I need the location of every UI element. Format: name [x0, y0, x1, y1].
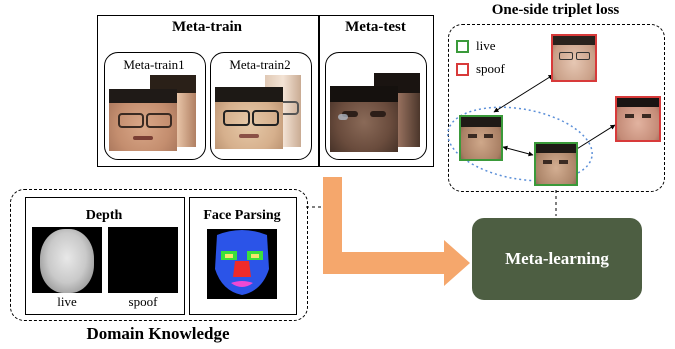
triplet-title: One-side triplet loss: [491, 2, 620, 18]
depth-spoof-label: spoof: [128, 294, 158, 309]
live-face-anchor: [459, 115, 503, 161]
face-parsing-title: Face Parsing: [203, 208, 281, 223]
meta-train2-front-face: [215, 87, 283, 149]
domain-knowledge-title: Domain Knowledge: [86, 324, 230, 343]
legend-live-label: live: [476, 38, 496, 53]
depth-spoof-map: [108, 227, 178, 293]
depth-title: Depth: [85, 208, 123, 223]
spoof-face-1: [551, 34, 597, 82]
depth-live-label: live: [57, 294, 77, 309]
face-parsing-map: [207, 229, 277, 299]
meta-train2-label: Meta-train2: [229, 57, 291, 72]
flow-arrow: [323, 177, 470, 286]
legend-live-swatch: [456, 40, 469, 53]
arrow-positive-spoof2: [571, 124, 616, 153]
meta-learning-box: Meta-learning: [472, 218, 642, 300]
legend-spoof-swatch: [456, 63, 469, 76]
arrow-anchor-positive: [502, 145, 534, 157]
meta-train1-label: Meta-train1: [123, 57, 185, 72]
depth-live-map: [32, 227, 102, 293]
live-face-positive: [534, 142, 578, 186]
meta-test-front-face: [330, 86, 398, 152]
arrow-anchor-spoof1: [493, 74, 554, 113]
meta-train-title: Meta-train: [172, 19, 242, 35]
meta-test-title: Meta-test: [345, 19, 406, 35]
spoof-face-2: [615, 96, 661, 142]
meta-train1-front-face: [109, 89, 177, 151]
legend-spoof-label: spoof: [476, 61, 505, 76]
